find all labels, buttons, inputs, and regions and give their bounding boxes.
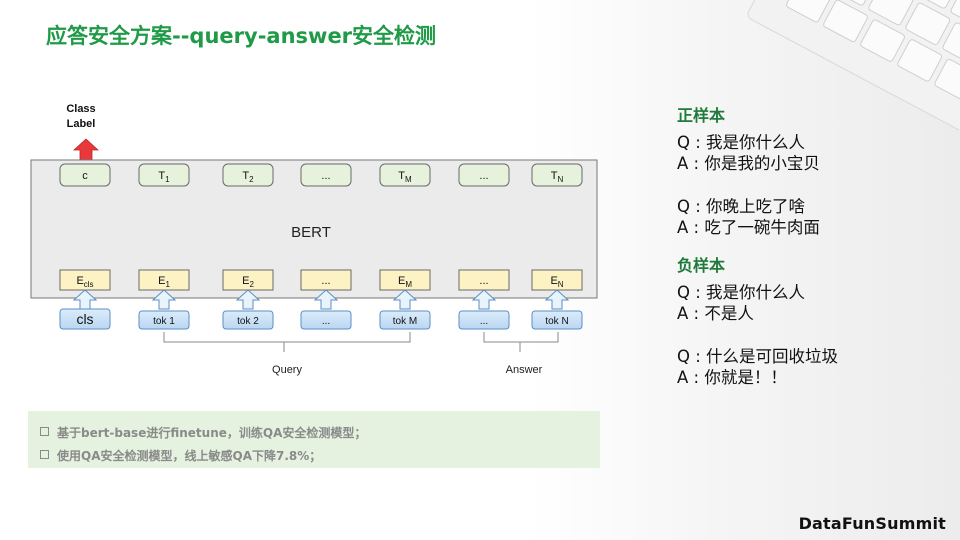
input-token: tok M [379, 310, 431, 330]
bert-diagram: Class Label BERT c T1 T2... TM... TN Ecls E1 E… [30, 103, 598, 376]
class-label-line1: Class [66, 103, 95, 115]
question-text: Q : 什么是可回收垃圾 [677, 347, 839, 366]
negative-heading: 负样本 [677, 256, 726, 275]
class-output-arrow [72, 138, 100, 163]
query-brace [163, 332, 411, 352]
input-token-label: ... [322, 316, 330, 327]
question-text: Q : 你晚上吃了啥 [677, 197, 806, 216]
note-text: 使用QA安全检测模型，线上敏感QA下降7.8%； [57, 449, 322, 463]
embedding-token-label: EM [398, 275, 412, 289]
output-token-label: T2 [242, 170, 254, 184]
output-token-label: c [82, 170, 88, 182]
output-token-label: ... [479, 170, 488, 182]
positive-heading: 正样本 [677, 106, 726, 125]
output-token: T1 [138, 163, 190, 187]
output-token: ... [300, 163, 352, 187]
embedding-token: EN [531, 269, 583, 291]
brand-logo-text: DataFunSummit [798, 514, 946, 533]
notes-box: 基于bert-base进行finetune，训练QA安全检测模型； 使用QA安全… [28, 411, 600, 468]
input-token-label: tok M [393, 316, 417, 327]
input-token-label: ... [480, 316, 488, 327]
note-item: 使用QA安全检测模型，线上敏感QA下降7.8%； [40, 447, 321, 464]
embedding-token-label: ... [321, 275, 330, 287]
output-token-label: T1 [158, 170, 170, 184]
input-token: tok 2 [222, 310, 274, 330]
qa-pair: Q : 我是你什么人 A : 你是我的小宝贝 [677, 132, 947, 174]
output-token: TM [379, 163, 431, 187]
up-arrow-icon [151, 289, 177, 310]
qa-pair: Q : 你晚上吃了啥 A : 吃了一碗牛肉面 [677, 196, 947, 238]
embedding-token: E2 [222, 269, 274, 291]
input-token: tok N [531, 310, 583, 330]
checkbox-bullet-icon [40, 427, 49, 436]
answer-text: A : 你就是！！ [677, 368, 787, 387]
input-token: ... [300, 310, 352, 330]
input-token: ... [458, 310, 510, 330]
answer-text: A : 你是我的小宝贝 [677, 154, 820, 173]
input-token: tok 1 [138, 310, 190, 330]
embedding-token: E1 [138, 269, 190, 291]
embedding-token-label: ... [479, 275, 488, 287]
output-token: ... [458, 163, 510, 187]
output-token: c [59, 163, 111, 187]
keyboard-illustration [747, 0, 960, 130]
note-text: 基于bert-base进行finetune，训练QA安全检测模型； [57, 426, 367, 440]
qa-pair: Q : 什么是可回收垃圾 A : 你就是！！ [677, 346, 947, 388]
negative-samples: 负样本 Q : 我是你什么人 A : 不是人 Q : 什么是可回收垃圾 A : … [677, 254, 947, 388]
answer-brace [483, 332, 559, 352]
bert-label: BERT [291, 224, 331, 241]
up-arrow-icon [544, 289, 570, 310]
checkbox-bullet-icon [40, 450, 49, 459]
embedding-token-label: E1 [158, 275, 170, 289]
up-arrow-icon [235, 289, 261, 310]
embedding-token: ... [300, 269, 352, 291]
sample-panel: 正样本 Q : 我是你什么人 A : 你是我的小宝贝 Q : 你晚上吃了啥 A … [677, 104, 947, 388]
qa-pair: Q : 我是你什么人 A : 不是人 [677, 282, 947, 324]
answer-text: A : 吃了一碗牛肉面 [677, 218, 820, 237]
input-token-label: cls [76, 311, 93, 327]
input-token-label: tok N [545, 316, 568, 327]
note-item: 基于bert-base进行finetune，训练QA安全检测模型； [40, 424, 366, 441]
output-token: TN [531, 163, 583, 187]
output-token-label: TN [551, 170, 564, 184]
up-arrow-icon [392, 289, 418, 310]
question-text: Q : 我是你什么人 [677, 283, 806, 302]
query-label: Query [272, 364, 302, 376]
answer-label: Answer [506, 364, 543, 376]
input-token-label: tok 1 [153, 316, 175, 327]
embedding-token: Ecls [59, 269, 111, 291]
embedding-token: EM [379, 269, 431, 291]
input-token: cls [59, 308, 111, 330]
slide-title: 应答安全方案--query-answer安全检测 [46, 24, 437, 48]
question-text: Q : 我是你什么人 [677, 133, 806, 152]
output-token: T2 [222, 163, 274, 187]
embedding-token-label: E2 [242, 275, 254, 289]
output-token-label: TM [398, 170, 412, 184]
up-arrow-icon [313, 289, 339, 310]
positive-samples: 正样本 Q : 我是你什么人 A : 你是我的小宝贝 Q : 你晚上吃了啥 A … [677, 104, 947, 238]
class-label-line2: Label [67, 118, 96, 130]
up-arrow-icon [471, 289, 497, 310]
input-token-label: tok 2 [237, 316, 259, 327]
output-token-label: ... [321, 170, 330, 182]
answer-text: A : 不是人 [677, 304, 754, 323]
embedding-token: ... [458, 269, 510, 291]
embedding-token-label: EN [550, 275, 563, 289]
embedding-token-label: Ecls [76, 275, 93, 289]
